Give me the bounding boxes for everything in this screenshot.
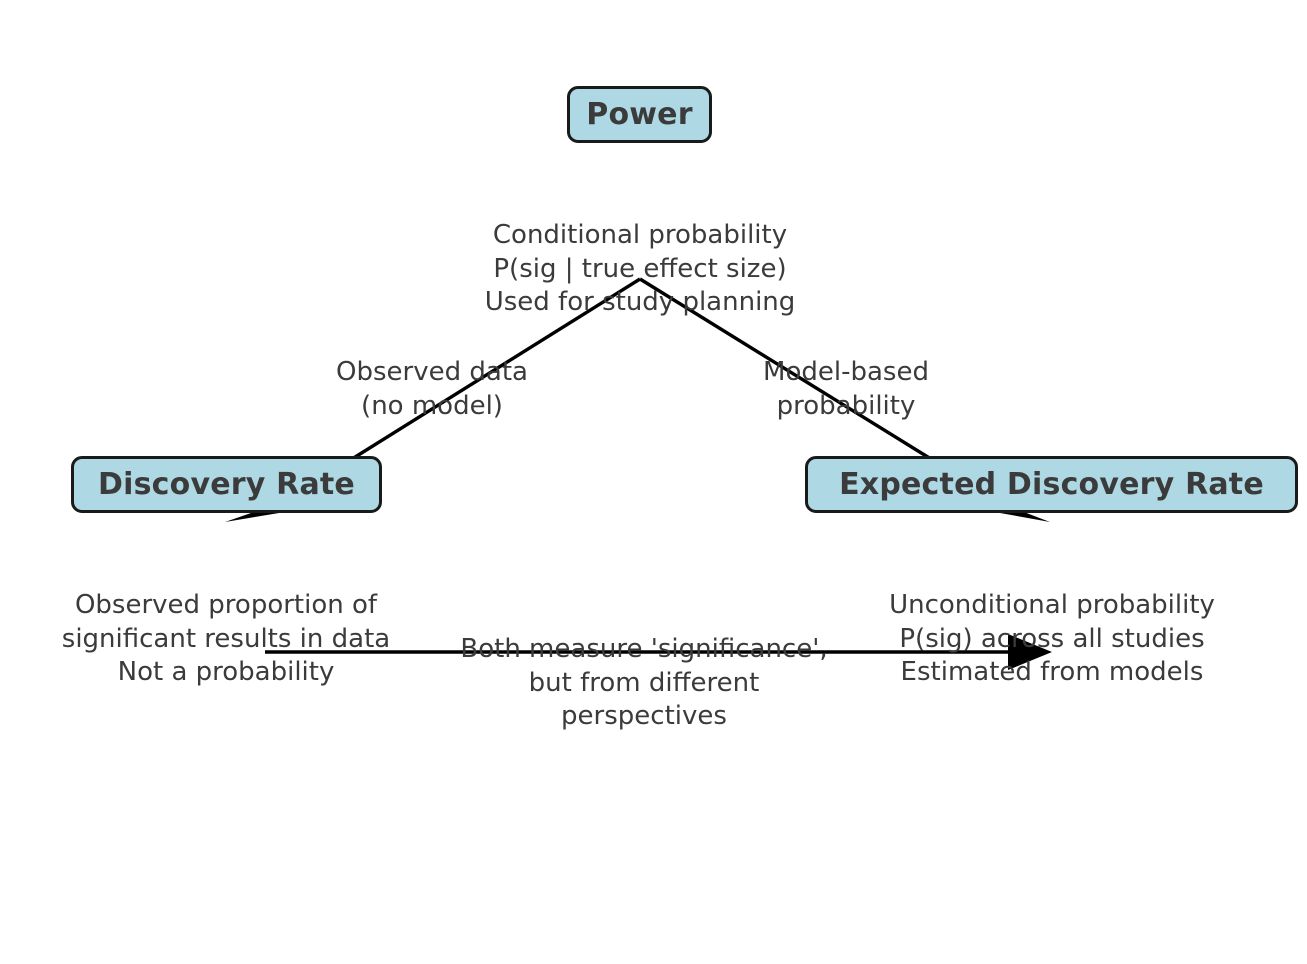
- node-power-label: Power: [586, 97, 693, 132]
- node-discovery-rate[interactable]: Discovery Rate: [71, 456, 382, 513]
- node-discovery-rate-label: Discovery Rate: [98, 467, 355, 502]
- annotation-edge-left-label: Observed data (no model): [336, 357, 528, 421]
- annotation-discovery-rate-description: Observed proportion of significant resul…: [61, 590, 391, 687]
- node-expected-discovery-rate-label: Expected Discovery Rate: [839, 467, 1264, 502]
- annotation-bottom-link-label: Both measure 'significance', but from di…: [460, 634, 828, 731]
- annotation-power-description: Conditional probability P(sig | true eff…: [484, 220, 796, 317]
- node-expected-discovery-rate[interactable]: Expected Discovery Rate: [805, 456, 1298, 513]
- annotation-edge-right-label: Model-based probability: [763, 357, 929, 421]
- annotation-expected-discovery-rate-description: Unconditional probability P(sig) across …: [889, 590, 1215, 687]
- node-power[interactable]: Power: [567, 86, 712, 143]
